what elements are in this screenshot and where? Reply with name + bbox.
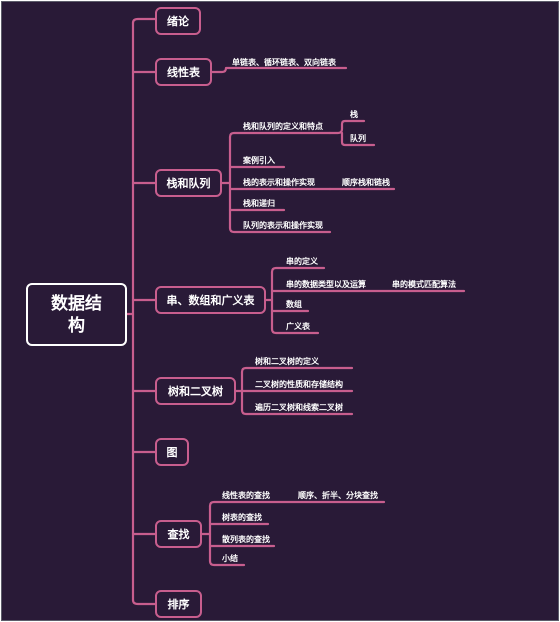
branch-graph: 图 <box>155 438 189 466</box>
leaf-array: 数组 <box>286 300 302 309</box>
branch-stack-queue: 栈和队列 <box>155 169 222 197</box>
root-title: 数据结构 <box>51 293 102 336</box>
leaf-case-intro: 案例引入 <box>243 156 275 165</box>
branch-string-array-label: 串、数组和广义表 <box>166 294 255 307</box>
leaf-tree-traversal: 遍历二叉树和线索二叉树 <box>255 403 343 412</box>
branch-linear-list: 线性表 <box>155 58 212 86</box>
branch-string-array: 串、数组和广义表 <box>155 286 266 314</box>
leaf-summary: 小结 <box>222 554 238 563</box>
leaf-pattern-matching: 串的模式匹配算法 <box>392 280 456 289</box>
leaf-queue: 队列 <box>350 134 366 143</box>
leaf-tree-definition: 树和二叉树的定义 <box>255 357 319 366</box>
branch-sort-label: 排序 <box>167 598 190 611</box>
leaf-stack-queue-definition: 栈和队列的定义和特点 <box>243 122 323 131</box>
leaf-linked-lists: 单链表、循环链表、双向链表 <box>232 58 336 67</box>
root-node: 数据结构 <box>26 283 127 346</box>
leaf-stack: 栈 <box>350 110 358 119</box>
branch-graph-label: 图 <box>166 446 178 459</box>
leaf-string-definition: 串的定义 <box>286 257 318 266</box>
branch-stack-queue-label: 栈和队列 <box>166 177 211 190</box>
branch-sort: 排序 <box>155 590 202 618</box>
leaf-sequential-linked-stack: 顺序栈和链栈 <box>342 178 390 187</box>
leaf-tree-table-search: 树表的查找 <box>222 513 262 522</box>
branch-search-label: 查找 <box>167 528 190 541</box>
leaf-stack-implementation: 栈的表示和操作实现 <box>243 178 315 187</box>
leaf-generalized-list: 广义表 <box>286 322 310 331</box>
branch-tree-label: 树和二叉树 <box>168 385 223 398</box>
branch-intro: 绪论 <box>155 7 201 35</box>
branch-search: 查找 <box>155 520 202 548</box>
leaf-hash-search: 散列表的查找 <box>222 535 270 544</box>
branch-linear-list-label: 线性表 <box>167 66 200 79</box>
leaf-linear-search: 线性表的查找 <box>222 491 270 500</box>
leaf-string-data-types: 串的数据类型以及运算 <box>286 280 366 289</box>
leaf-queue-implementation: 队列的表示和操作实现 <box>243 221 323 230</box>
leaf-stack-recursion: 栈和递归 <box>243 199 275 208</box>
branch-tree: 树和二叉树 <box>155 377 236 405</box>
leaf-search-methods: 顺序、折半、分块查找 <box>298 491 378 500</box>
leaf-binary-tree-properties: 二叉树的性质和存储结构 <box>255 380 343 389</box>
branch-intro-label: 绪论 <box>167 15 189 28</box>
